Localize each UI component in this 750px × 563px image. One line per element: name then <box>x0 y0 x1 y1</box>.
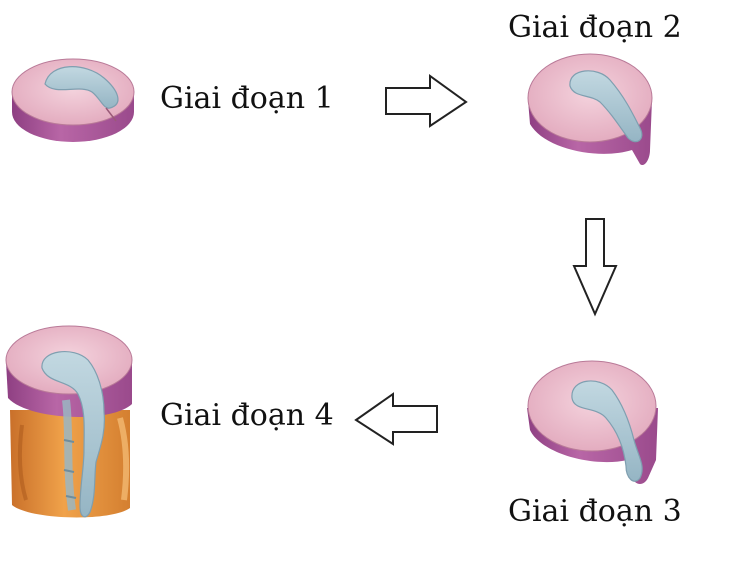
stage-4-disc <box>5 325 133 518</box>
stage-1-label: Giai đoạn 1 <box>160 81 334 116</box>
stage-2-disc <box>527 53 653 166</box>
stage-4-label: Giai đoạn 4 <box>160 398 334 433</box>
stage-3-disc <box>527 360 658 484</box>
arrow-down <box>572 218 618 317</box>
stage-1-disc <box>11 58 135 142</box>
arrow-right <box>385 74 468 128</box>
arrow-left <box>354 392 438 446</box>
stage-2-label: Giai đoạn 2 <box>508 10 682 45</box>
stage-3-label: Giai đoạn 3 <box>508 494 682 529</box>
